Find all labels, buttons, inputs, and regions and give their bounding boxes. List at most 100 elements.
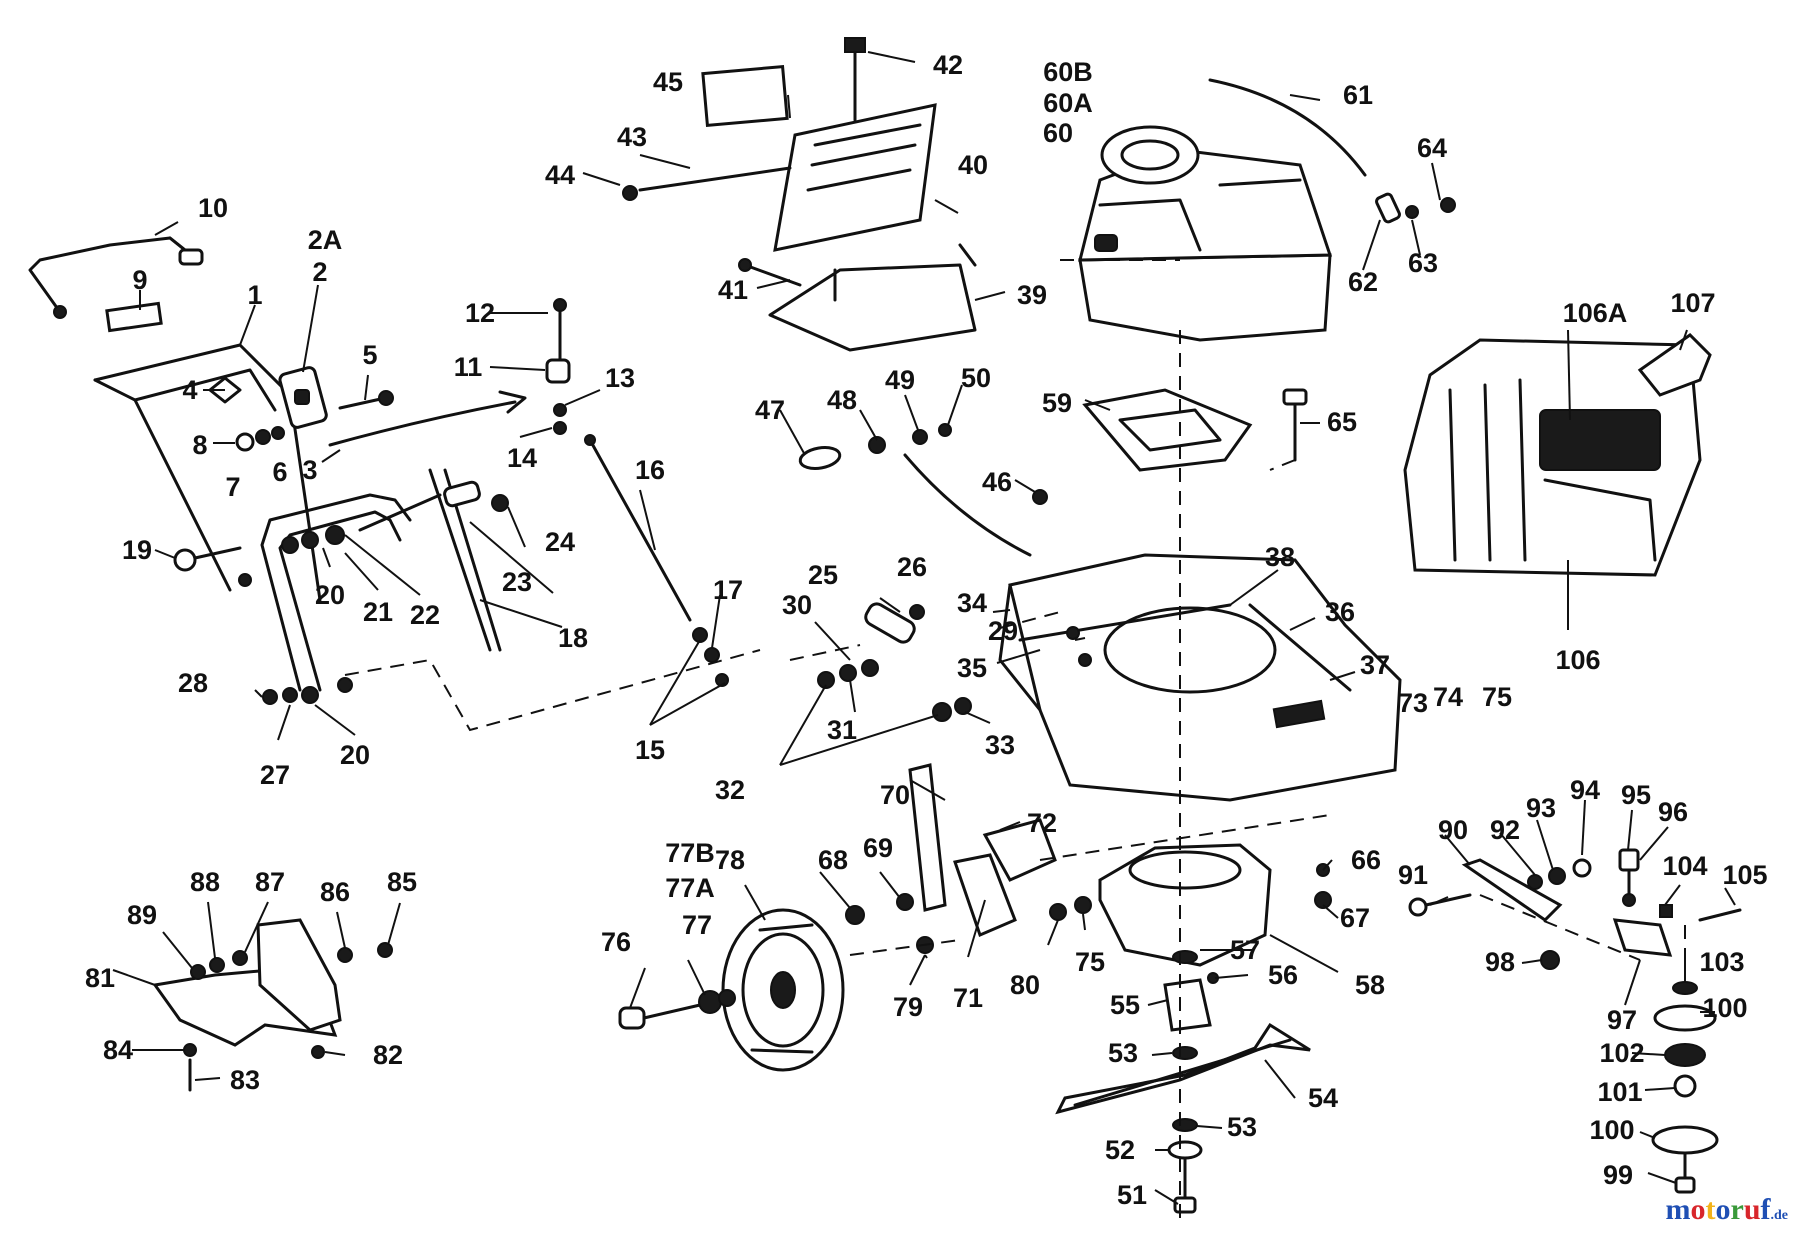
part-label-15: 15 <box>635 735 665 765</box>
grass-bag-part <box>1403 338 1702 577</box>
part-label-39: 39 <box>1017 280 1047 310</box>
lower-handle-part <box>260 468 502 704</box>
part-label-100: 100 <box>1702 993 1747 1023</box>
part-label-24: 24 <box>545 527 575 557</box>
part-label-43: 43 <box>617 122 647 152</box>
part-label-34: 34 <box>957 588 987 618</box>
part-label-80: 80 <box>1010 970 1040 1000</box>
throttle-lever-part <box>545 298 571 435</box>
part-label-76: 76 <box>601 927 631 957</box>
part-label-95: 95 <box>1621 780 1651 810</box>
part-label-71: 71 <box>953 983 983 1013</box>
blade-adapter-part <box>1098 843 1332 967</box>
part-label-86: 86 <box>320 877 350 907</box>
bolt-part <box>235 426 285 452</box>
part-label-3: 3 <box>302 455 317 485</box>
bolt-part <box>173 546 252 587</box>
part-label-18: 18 <box>558 623 588 653</box>
part-label-85: 85 <box>387 867 417 897</box>
part-label-62: 62 <box>1348 267 1378 297</box>
starter-cable-part <box>1208 78 1367 177</box>
throttle-cable-part <box>798 423 1048 557</box>
part-label-106: 106 <box>1555 645 1600 675</box>
part-label-40: 40 <box>958 150 988 180</box>
part-label-79: 79 <box>893 992 923 1022</box>
part-label-56: 56 <box>1268 960 1298 990</box>
part-label-45: 45 <box>653 67 683 97</box>
part-label-1: 1 <box>247 280 262 310</box>
cable-arrow-part <box>328 400 517 447</box>
mulch-insert-part <box>152 918 393 1092</box>
cable-arrow-head <box>498 390 527 414</box>
part-label-93: 93 <box>1526 793 1556 823</box>
part-label-77b: 77B <box>665 838 715 868</box>
part-label-22: 22 <box>410 600 440 630</box>
part-label-33: 33 <box>985 730 1015 760</box>
part-label-72: 72 <box>1027 808 1057 838</box>
label-plate-part <box>105 301 163 333</box>
watermark-letter: f <box>1760 1193 1771 1226</box>
part-label-66: 66 <box>1351 845 1381 875</box>
part-label-73: 73 <box>1398 688 1428 718</box>
part-label-63: 63 <box>1408 248 1438 278</box>
part-label-21: 21 <box>363 597 393 627</box>
blade-bolt-part <box>1167 1118 1203 1214</box>
handle-bar-part <box>28 236 204 319</box>
screw-part <box>338 390 394 410</box>
part-label-54: 54 <box>1308 1083 1338 1113</box>
part-label-59: 59 <box>1042 388 1072 418</box>
part-label-12: 12 <box>465 298 495 328</box>
part-label-70: 70 <box>880 780 910 810</box>
part-label-77: 77 <box>682 910 712 940</box>
part-label-52: 52 <box>1105 1135 1135 1165</box>
part-label-107: 107 <box>1670 288 1715 318</box>
part-label-36: 36 <box>1325 597 1355 627</box>
part-label-102: 102 <box>1599 1038 1644 1068</box>
watermark-logo: motoruf.de <box>1665 1193 1788 1227</box>
part-label-104: 104 <box>1662 851 1707 881</box>
part-label-89: 89 <box>127 900 157 930</box>
part-label-105: 105 <box>1722 860 1767 890</box>
part-label-42: 42 <box>933 50 963 80</box>
part-label-75: 75 <box>1075 947 1105 977</box>
blade-part <box>1055 1022 1311 1115</box>
cable-clamp-part <box>208 366 328 429</box>
part-label-78: 78 <box>715 845 745 875</box>
rod-part <box>584 434 729 687</box>
bolt-part <box>1375 192 1456 224</box>
part-label-60b: 60B <box>1043 57 1093 87</box>
part-label-96: 96 <box>1658 797 1688 827</box>
height-adjuster-part <box>845 763 1057 938</box>
part-label-26: 26 <box>897 552 927 582</box>
part-label-64: 64 <box>1417 133 1447 163</box>
part-label-67: 67 <box>1340 903 1370 933</box>
part-label-13: 13 <box>605 363 635 393</box>
part-label-81: 81 <box>85 963 115 993</box>
watermark-tld: .de <box>1770 1208 1789 1223</box>
part-label-46: 46 <box>982 467 1012 497</box>
panel-bracket-part <box>768 243 977 352</box>
part-label-75: 75 <box>1482 682 1512 712</box>
part-label-19: 19 <box>122 535 152 565</box>
part-label-17: 17 <box>713 575 743 605</box>
part-label-2a: 2A <box>308 225 343 255</box>
control-panel-part <box>622 37 937 287</box>
part-label-38: 38 <box>1265 542 1295 572</box>
part-label-29: 29 <box>988 616 1018 646</box>
part-label-23: 23 <box>502 567 532 597</box>
part-label-48: 48 <box>827 385 857 415</box>
part-label-2: 2 <box>312 257 327 287</box>
clamp-screw-part <box>281 480 509 554</box>
part-label-88: 88 <box>190 867 220 897</box>
part-label-65: 65 <box>1327 407 1357 437</box>
bag-handle-part <box>1637 333 1712 397</box>
part-label-60: 60 <box>1043 118 1073 148</box>
part-label-57: 57 <box>1230 935 1260 965</box>
part-label-58: 58 <box>1355 970 1385 1000</box>
part-label-35: 35 <box>957 653 987 683</box>
part-label-101: 101 <box>1597 1077 1642 1107</box>
part-label-32: 32 <box>715 775 745 805</box>
part-label-94: 94 <box>1570 775 1600 805</box>
washer-part <box>262 689 278 705</box>
